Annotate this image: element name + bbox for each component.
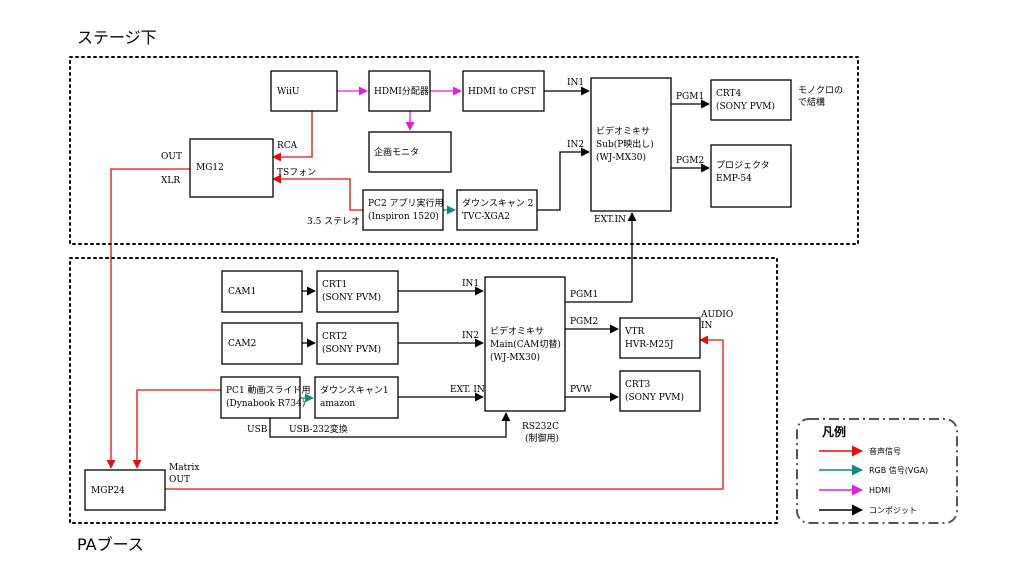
main-ext-in-label: EXT. IN xyxy=(450,385,485,395)
mixer-main-label-3: (WJ-MX30) xyxy=(490,352,540,363)
legend-label-rgb: RGB 信号(VGA) xyxy=(869,465,928,475)
crt4-label-1: CRT4 xyxy=(716,89,742,99)
crt4-note-2: で結構 xyxy=(798,96,825,108)
legend-label-audio: 音声信号 xyxy=(869,446,901,456)
hdmi-splitter-label: HDMI分配器 xyxy=(374,86,429,97)
wire-mg12-out-to-mgp24 xyxy=(106,168,190,469)
downscan1-box xyxy=(314,376,399,419)
audio-in-label-2: IN xyxy=(701,321,713,331)
legend-frame xyxy=(796,418,958,524)
sub-ext-in-label: EXT.IN xyxy=(594,215,626,225)
downscan2-box xyxy=(456,189,538,231)
pc1-box xyxy=(220,376,301,419)
cam1-box xyxy=(221,270,303,313)
downscan2-label-1: ダウンスキャン 2 xyxy=(462,197,533,209)
crt2-label-1: CRT2 xyxy=(322,332,347,342)
crt2-box xyxy=(316,322,399,365)
crt3-label-1: CRT3 xyxy=(625,380,651,390)
matrix-out-label-2: OUT xyxy=(169,475,190,485)
hdmi-to-cpst-box xyxy=(462,70,545,112)
main-pvw-label: PVW xyxy=(570,385,593,395)
hdmi-splitter-box xyxy=(368,70,431,112)
audio-in-label-1: AUDIO xyxy=(700,310,733,320)
sub-pgm2-label: PGM2 xyxy=(676,156,704,166)
legend-label-composite: コンポジット xyxy=(869,506,917,515)
mg12-out-label: OUT xyxy=(161,152,182,162)
mixer-main-box xyxy=(484,276,566,412)
mgp24-box xyxy=(84,469,166,511)
downscan1-label-1: ダウンスキャン1 xyxy=(320,384,389,396)
projector-label-2: EMP-54 xyxy=(716,174,752,184)
crt4-note-1: モノクロの xyxy=(798,85,843,96)
pc2-label-2: (Inspiron 1520) xyxy=(368,211,439,222)
crt4-label-2: (SONY PVM) xyxy=(716,101,775,112)
main-pgm2-label: PGM2 xyxy=(570,317,598,327)
projector-box xyxy=(710,144,792,208)
crt3-label-2: (SONY PVM) xyxy=(625,392,684,403)
pa-zone-frame xyxy=(69,257,778,524)
main-in1-label: IN1 xyxy=(462,279,479,289)
hdmi-to-cpst-label: HDMI to CPST xyxy=(468,87,536,97)
mixer-main-label-1: ビデオミキサ xyxy=(490,325,544,337)
vtr-label-2: HVR-M25J xyxy=(625,340,674,350)
pc1-label-2: (Dynabook R734) xyxy=(226,398,305,409)
sub-in2-label: IN2 xyxy=(567,140,584,150)
main-pgm1-label: PGM1 xyxy=(570,290,598,300)
crt4-box xyxy=(710,79,792,121)
planning-monitor-box xyxy=(368,131,452,173)
crt1-label-2: (SONY PVM) xyxy=(322,292,381,303)
rs232c-label-1: RS232C xyxy=(522,422,559,432)
pc2-label-1: PC2 アプリ実行用 xyxy=(368,197,444,209)
planning-monitor-label: 企画モニタ xyxy=(374,146,419,158)
vtr-box xyxy=(619,317,701,359)
mixer-main-label-2: Main(CAM切替) xyxy=(490,338,561,350)
downscan1-label-2: amazon xyxy=(320,399,355,409)
sub-in1-label: IN1 xyxy=(567,78,584,88)
usb232-label: USB-232変換 xyxy=(289,423,348,435)
cam2-box xyxy=(221,322,303,365)
pa-zone-title: PAブース xyxy=(77,535,144,554)
stereo35-label: 3.5 ステレオ xyxy=(307,216,360,227)
wire-pc2-to-mg12-ts xyxy=(272,174,363,211)
mg12-label: MG12 xyxy=(196,163,224,173)
legend-title: 凡例 xyxy=(822,424,846,439)
wiiu-label: WiiU xyxy=(277,87,300,97)
cam1-label: CAM1 xyxy=(228,287,256,297)
legend-label-hdmi: HDMI xyxy=(869,486,890,495)
sub-pgm1-label: PGM1 xyxy=(676,92,704,102)
wire-downscan2-to-sub-in2 xyxy=(537,147,590,211)
rca-label: RCA xyxy=(277,141,298,151)
crt3-box xyxy=(619,370,701,412)
wire-mgp24-matrix-to-vtr xyxy=(165,335,724,490)
crt1-box xyxy=(316,270,399,313)
mgp24-label: MGP24 xyxy=(91,486,125,496)
crt1-label-1: CRT1 xyxy=(322,280,347,290)
pc1-label-1: PC1 動画スライド用 xyxy=(226,385,311,396)
crt2-label-2: (SONY PVM) xyxy=(322,344,381,355)
wire-wiiu-to-mg12-rca xyxy=(272,111,313,162)
pc2-box xyxy=(362,189,444,231)
projector-label-1: プロジェクタ xyxy=(716,160,770,171)
usb-label: USB xyxy=(247,425,268,435)
rs232c-label-2: (制御用) xyxy=(525,432,559,444)
mixer-sub-label-2: Sub(P映出し) xyxy=(596,138,654,150)
wiiu-box xyxy=(270,70,338,112)
matrix-out-label-1: Matrix xyxy=(169,463,199,473)
downscan2-label-2: TVC-XGA2 xyxy=(462,212,510,222)
wire-pc1-to-mgp24 xyxy=(132,389,221,469)
mg12-xlr-label: XLR xyxy=(161,176,180,186)
vtr-label-1: VTR xyxy=(624,327,645,337)
mixer-sub-label-1: ビデオミキサ xyxy=(596,125,650,137)
ts-phone-label: TSフォン xyxy=(277,168,316,178)
stage-zone-title: ステージ下 xyxy=(77,28,157,47)
mixer-sub-label-3: (WJ-MX30) xyxy=(596,152,646,163)
mixer-sub-box xyxy=(590,77,672,212)
mg12-box xyxy=(189,138,274,198)
stage-zone-frame xyxy=(69,56,859,245)
cam2-label: CAM2 xyxy=(228,339,256,349)
main-in2-label: IN2 xyxy=(462,331,479,341)
wire-pc1-usb-to-main-rs232c xyxy=(269,412,511,438)
